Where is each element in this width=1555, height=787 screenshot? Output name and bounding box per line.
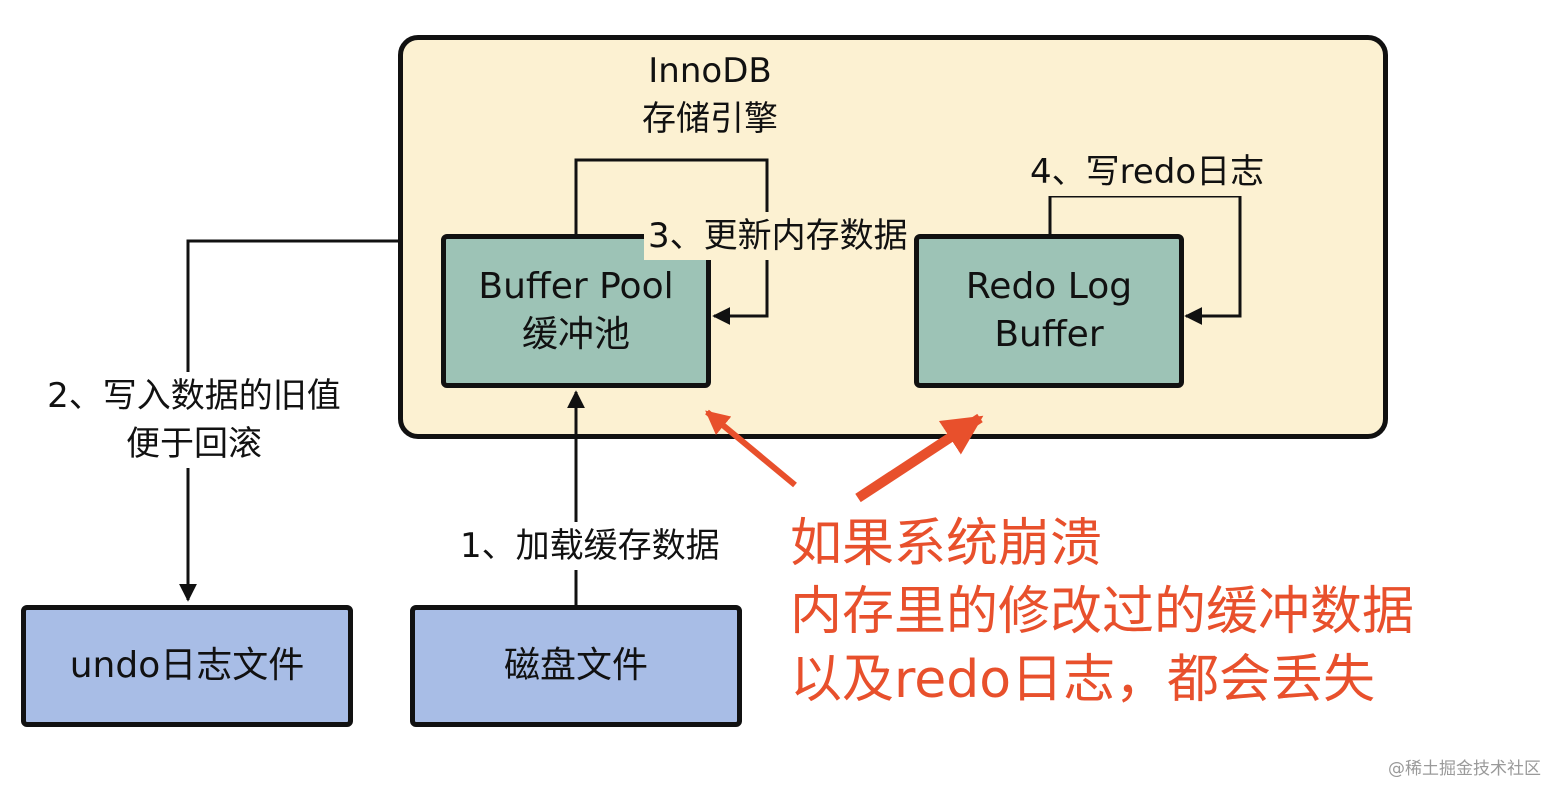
watermark: @稀土掘金技术社区 — [1388, 759, 1541, 779]
warning-arrow-buffer-pool — [705, 409, 797, 488]
warning-line1: 如果系统崩溃 — [790, 514, 1103, 574]
step3-loop-arrow — [574, 158, 769, 325]
step2-label-line2: 便于回滚 — [126, 424, 262, 464]
warning-line2: 内存里的修改过的缓冲数据 — [790, 582, 1415, 642]
undo-log-file-label: undo日志文件 — [69, 645, 305, 686]
step3-label: 3、更新内存数据 — [644, 212, 912, 260]
redo-log-buffer-box: Redo Log Buffer — [914, 234, 1184, 388]
warning-arrow-redo-buffer — [855, 413, 984, 503]
step2-arrow — [179, 239, 398, 602]
buffer-pool-label: Buffer Pool — [478, 266, 674, 307]
step4-label: 4、写redo日志 — [1026, 148, 1269, 196]
engine-title-line2: 存储引擎 — [642, 99, 778, 139]
warning-line3: 以及redo日志，都会丢失 — [790, 650, 1376, 710]
step4-loop-arrow — [1048, 194, 1242, 325]
warning-text: 如果系统崩溃 内存里的修改过的缓冲数据 以及redo日志，都会丢失 — [790, 510, 1414, 714]
redo-log-buffer-label-2: Buffer — [994, 314, 1104, 355]
redo-log-buffer-label: Redo Log — [965, 266, 1133, 307]
step2-label-line1: 2、写入数据的旧值 — [47, 376, 341, 416]
buffer-pool-label-cn: 缓冲池 — [521, 314, 630, 355]
undo-log-file-box: undo日志文件 — [21, 605, 353, 727]
engine-title: InnoDB 存储引擎 — [640, 47, 780, 143]
step2-label: 2、写入数据的旧值 便于回滚 — [44, 372, 344, 468]
engine-title-line1: InnoDB — [648, 51, 772, 91]
disk-file-label: 磁盘文件 — [503, 645, 648, 686]
step1-label: 1、加载缓存数据 — [456, 522, 724, 570]
disk-file-box: 磁盘文件 — [410, 605, 742, 727]
